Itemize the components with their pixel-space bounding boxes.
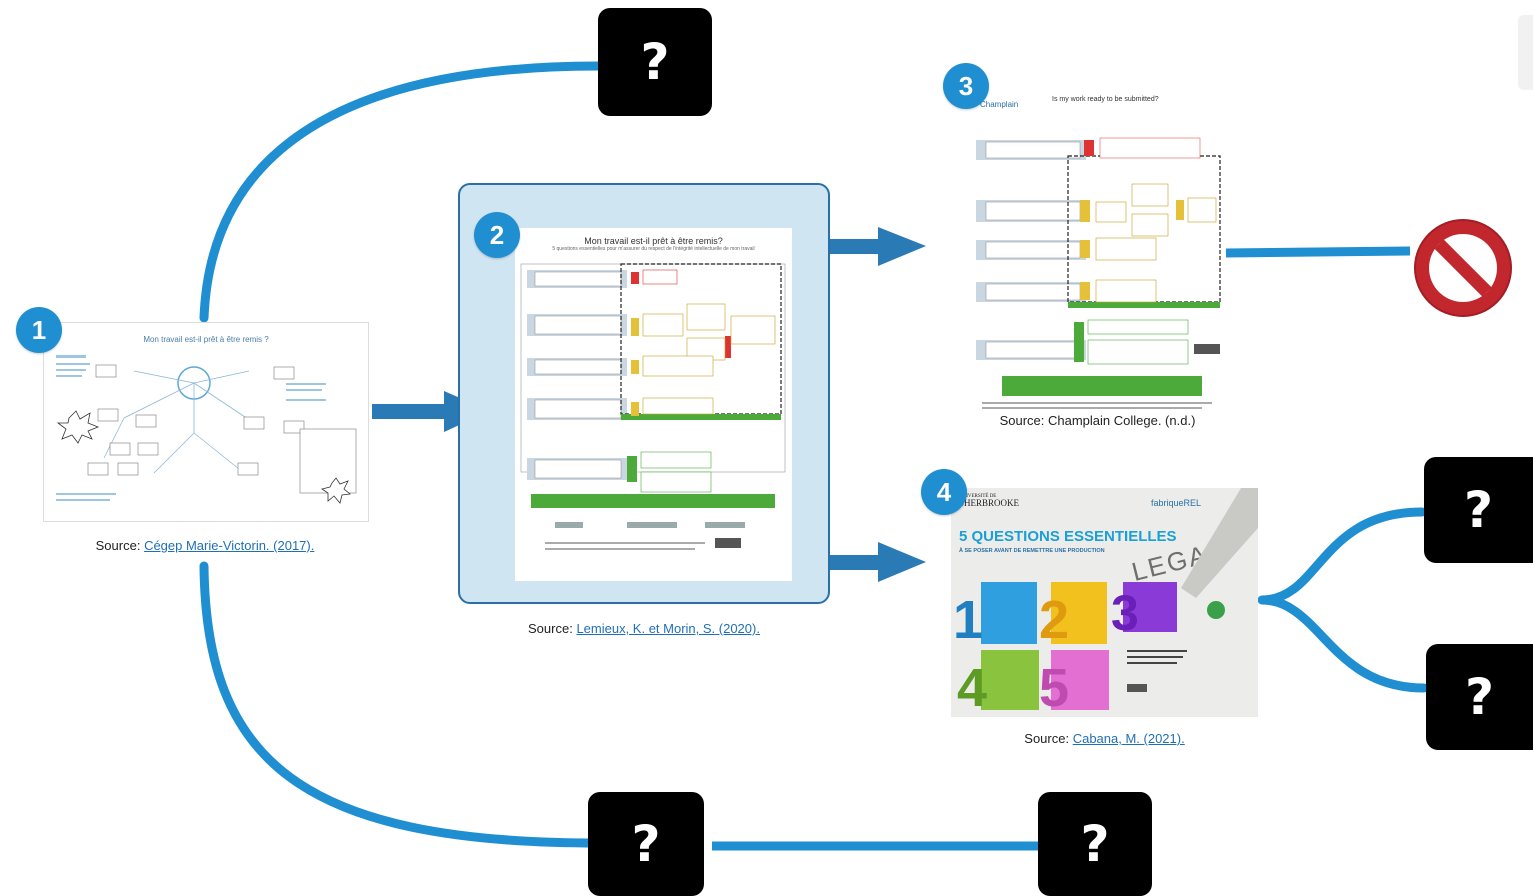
document-thumbnail-3: Champlain Is my work ready to be submitt…	[972, 92, 1225, 410]
question-box-bottom-left: ?	[588, 792, 704, 896]
svg-text:4: 4	[957, 658, 987, 717]
badge-2: 2	[474, 212, 520, 258]
edge-panel	[1518, 15, 1533, 90]
line-3-to-stop	[1225, 246, 1411, 258]
thumbnail-3-title: Is my work ready to be submitted?	[1052, 96, 1159, 103]
question-box-right-lower: ?	[1426, 644, 1533, 750]
prohibition-sign-icon	[1414, 219, 1512, 317]
thumbnail-4-cards: 1 2 3 4 5	[953, 488, 1258, 717]
caption-4: Source: Cabana, M. (2021).	[1024, 731, 1185, 746]
thumbnail-1-mindmap	[56, 355, 357, 504]
svg-text:5: 5	[1039, 658, 1069, 717]
thumbnail-3-flowchart	[976, 137, 1221, 409]
document-thumbnail-1: Mon travail est-il prêt à être remis ?	[43, 322, 369, 522]
thumbnail-4-fabrique: fabriqueREL	[1151, 498, 1202, 508]
thumbnail-4-heading: 5 QUESTIONS ESSENTIELLES	[959, 528, 1177, 545]
question-box-bottom-right: ?	[1038, 792, 1152, 896]
caption-1: Source: Cégep Marie-Victorin. (2017).	[95, 538, 315, 553]
curve-1-to-top-question	[199, 61, 603, 323]
svg-text:3: 3	[1111, 585, 1139, 641]
thumbnail-4-subheading: À SE POSER AVANT DE REMETTRE UNE PRODUCT…	[959, 548, 1105, 554]
badge-1: 1	[16, 307, 62, 353]
caption-3: Source: Champlain College. (n.d.)	[999, 413, 1196, 428]
infographic-thumbnail-4: UNIVERSITÉ DE SHERBROOKE fabriqueREL 5 Q…	[951, 488, 1258, 717]
curve-1-to-bottom-question	[199, 561, 603, 848]
thumbnail-2-title: Mon travail est-il prêt à être remis?	[584, 236, 723, 246]
svg-text:2: 2	[1039, 590, 1069, 650]
fork-4-to-questions	[1257, 507, 1429, 693]
caption-2-link[interactable]: Lemieux, K. et Morin, S. (2020).	[576, 621, 760, 636]
caption-1-link[interactable]: Cégep Marie-Victorin. (2017).	[144, 538, 315, 553]
question-box-right-upper: ?	[1424, 457, 1533, 563]
thumbnail-4-university: UNIVERSITÉ DE SHERBROOKE	[959, 494, 1020, 508]
question-box-top: ?	[598, 8, 712, 116]
document-thumbnail-2: Mon travail est-il prêt à être remis? 5 …	[515, 228, 792, 581]
thumbnail-3-logo: Champlain	[980, 100, 1019, 109]
svg-text:1: 1	[953, 590, 983, 650]
badge-3: 3	[943, 63, 989, 109]
badge-4: 4	[921, 469, 967, 515]
caption-2: Source: Lemieux, K. et Morin, S. (2020).	[528, 621, 760, 636]
thumbnail-2-flowchart	[520, 263, 786, 550]
caption-4-link[interactable]: Cabana, M. (2021).	[1072, 731, 1185, 746]
thumbnail-1-title: Mon travail est-il prêt à être remis ?	[143, 335, 269, 344]
thumbnail-2-subtitle: 5 questions essentielles pour m'assurer …	[552, 246, 755, 252]
